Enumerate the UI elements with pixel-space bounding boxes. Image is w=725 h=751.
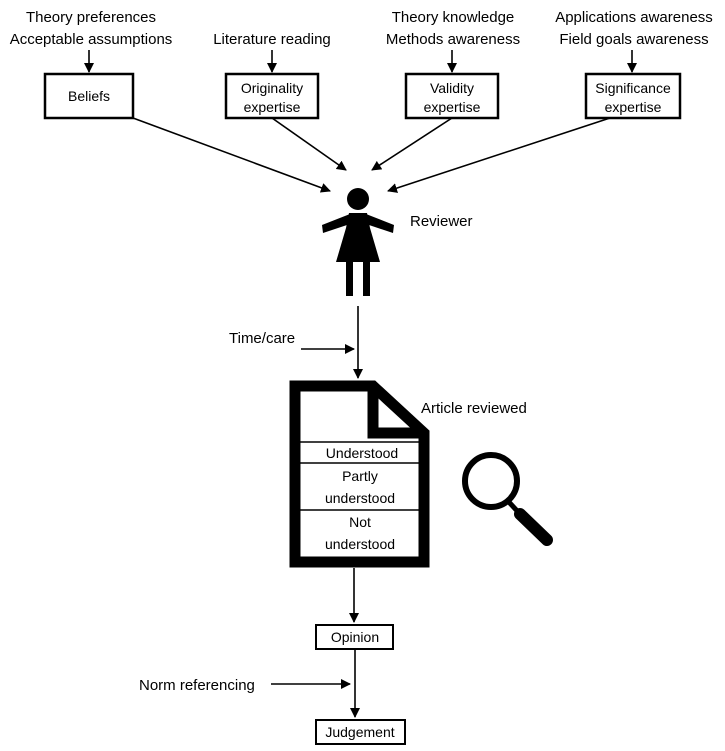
input-field-goals-awareness: Field goals awareness bbox=[559, 31, 708, 48]
judgement-label: Judgement bbox=[325, 724, 394, 740]
validity-box-label-2: expertise bbox=[424, 99, 481, 115]
reviewer-icon bbox=[322, 188, 394, 296]
reviewer-label: Reviewer bbox=[410, 213, 473, 230]
significance-box bbox=[584, 72, 682, 120]
article-page-fold bbox=[367, 386, 424, 439]
article-reviewed-label: Article reviewed bbox=[421, 400, 527, 417]
input-acceptable-assumptions: Acceptable assumptions bbox=[10, 31, 173, 48]
norm-referencing-label: Norm referencing bbox=[139, 677, 255, 694]
significance-box-label-1: Significance bbox=[595, 80, 671, 96]
section-understood: Understood bbox=[326, 445, 398, 461]
input-theory-preferences: Theory preferences bbox=[26, 9, 156, 26]
section-partly-1: Partly bbox=[342, 468, 378, 484]
judgement-box bbox=[315, 719, 406, 745]
input-arrows bbox=[84, 50, 637, 73]
section-not-1: Not bbox=[349, 514, 371, 530]
box-to-reviewer-arrows bbox=[132, 117, 611, 193]
validity-box-label-1: Validity bbox=[430, 80, 474, 96]
originality-box-label-1: Originality bbox=[241, 80, 303, 96]
significance-box-label-2: expertise bbox=[605, 99, 662, 115]
input-applications-awareness: Applications awareness bbox=[555, 9, 713, 26]
validity-box bbox=[404, 72, 500, 120]
magnifying-glass-icon bbox=[462, 452, 553, 546]
section-not-2: understood bbox=[325, 536, 395, 552]
beliefs-box bbox=[43, 72, 135, 120]
article-section-dividers bbox=[300, 441, 419, 511]
input-methods-awareness: Methods awareness bbox=[386, 31, 520, 48]
section-partly-2: understood bbox=[325, 490, 395, 506]
input-literature-reading: Literature reading bbox=[213, 31, 331, 48]
originality-box-label-2: expertise bbox=[244, 99, 301, 115]
opinion-label: Opinion bbox=[331, 629, 379, 645]
input-theory-knowledge: Theory knowledge bbox=[392, 9, 515, 26]
beliefs-box-label: Beliefs bbox=[68, 88, 110, 104]
time-care-label: Time/care bbox=[229, 330, 295, 347]
